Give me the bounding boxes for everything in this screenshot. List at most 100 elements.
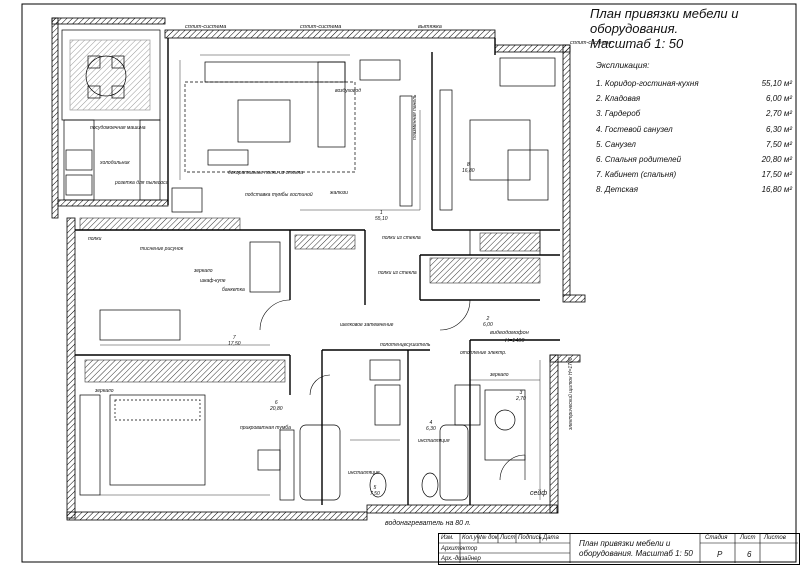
label-mirror1: зеркало [194,268,213,274]
stamp-sheet-value: 6 [747,550,752,559]
sofa-side [317,61,346,148]
dimension-lines [100,54,541,500]
room-number: 7 [232,335,236,341]
room-tag-area: 55,10 [375,216,388,222]
label-shelves: декоративные полки из стекла [228,170,304,176]
room-tag-area: 17,50 [228,341,241,347]
stamp-role-architect: Архитектор [441,546,478,552]
stamp-sheets-label: Листов [764,535,786,541]
room-number: 3 [519,390,523,396]
label-intercom-h: H=1400 [505,338,525,344]
room-number: 6 [274,400,278,406]
label-heating: отопление электр. [460,350,507,356]
label-install1: инсталляция [348,470,380,476]
room-area: 6,00 м² [766,94,792,104]
room-area: 6,30 м² [766,124,792,134]
label-curtain: шелковое затемнение [340,322,394,328]
room-name: 1. Коридор-гостиная-кухня [596,79,699,89]
explication-row: 3. Гардероб 2,70 м² [596,106,792,121]
tv-stand [171,187,203,213]
room-name: 8. Детская [596,185,638,195]
wardrobes [79,217,541,383]
kitchen-table-area [61,29,161,121]
stamp-sheet-label: Лист [740,535,756,541]
explication-row: 5. Санузел 7,50 м² [596,137,792,152]
room-number: 4 [429,420,433,426]
kitchen-counter [63,119,95,201]
label-split3: сплит-система [570,40,612,46]
kitchen [61,29,161,201]
drawing-title: План привязки мебели и оборудования. Мас… [590,6,795,51]
bathrooms [299,359,526,501]
label-blinds: жалюзи [330,190,348,196]
room-tag-area: 2,70 [516,396,526,402]
drawing-title-line2: Масштаб 1: 50 [590,36,684,51]
outer-walls [51,17,586,521]
explication-heading: Экспликация: [596,60,650,70]
inner-walls [75,38,560,505]
label-split1: сплит-система [185,24,227,30]
stamp-header-1: Кол.уч. [462,535,482,541]
label-vacuum: розетка для пылесоса [115,180,169,186]
stamp-role-designer: Арх.-дизайнер [441,556,481,562]
room-area: 55,10 м² [761,79,792,89]
room-number: 5 [373,485,377,491]
explication-row: 1. Коридор-гостиная-кухня 55,10 м² [596,76,792,91]
room-name: 7. Кабинет (спальня) [596,170,677,180]
coffee-table [237,99,291,143]
stamp-stage-label: Стадия [705,535,728,541]
study-bed [249,241,281,293]
stamp-stage-value: Р [717,550,723,559]
room-tag-area: 20,80 [270,406,283,412]
label-vent: вытяжка [418,24,442,30]
explication-row: 2. Кладовая 6,00 м² [596,91,792,106]
label-glass-shelves1: полки из стекла [382,235,421,241]
label-poles: полки [88,236,102,242]
label-towel: полотенцесушитель [380,342,431,348]
sheet-frame [21,3,797,563]
sofa-back [204,61,346,83]
label-airduct: воздуховод [335,88,361,94]
room-name: 3. Гардероб [596,109,641,119]
children-room [439,57,556,256]
label-drawing: тиснение рисунок [140,246,184,252]
stamp-header-2: № док. [480,535,500,541]
stamp-title-line1: План привязки мебели и [579,539,671,548]
label-stands: подставка тумбы гостиной [245,192,313,198]
label-glass-shelves2: полки из стекла [378,270,417,276]
room-number: 1 [379,210,383,216]
label-bedside: прикроватная тумба [240,425,291,431]
stamp-header-0: Изм. [441,535,454,541]
room-name: 2. Кладовая [596,94,641,104]
label-fridge: холодильник [100,160,130,166]
label-safe: сейф [530,490,548,497]
label-mirror2: зеркало [95,388,114,394]
label-split2: сплит-система [300,24,342,30]
room-name: 5. Санузел [596,139,636,149]
label-dishwasher: посудомоечная машина [90,125,146,131]
label-plasma: плазменная панель [412,94,418,140]
bathtub [299,424,341,501]
stamp-grid [438,533,798,563]
room-area: 7,50 м² [766,139,792,149]
room-area: 2,70 м² [766,109,792,119]
label-heater: водонагреватель на 80 л. [385,520,471,527]
label-install2: инсталляция [418,438,450,444]
explication-row: 7. Кабинет (спальня)17,50 м² [596,167,792,182]
doors [259,299,526,481]
room-tag-area: 6,30 [426,426,436,432]
rug [184,81,356,173]
room-tag-area: 7,50 [370,491,380,497]
title-stamp: Изм. Кол.уч. № док. Лист Подпись Дата Ар… [438,533,800,565]
stamp-sheet-title: План привязки мебели и оборудования. Мас… [579,539,701,559]
label-panel: электрический щиток H=1700 [568,357,574,431]
